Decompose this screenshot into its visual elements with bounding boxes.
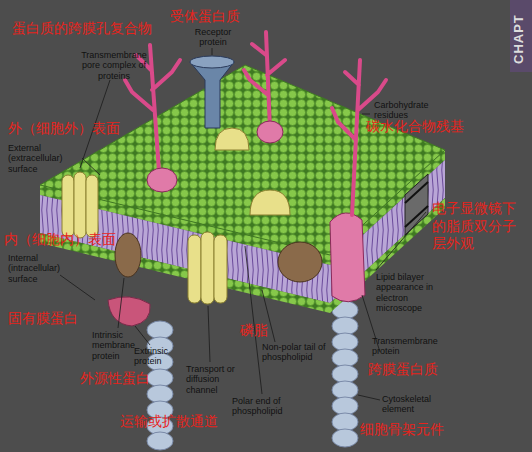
part-label: 电子显微镜下的脂质双分子层外观 bbox=[432, 200, 524, 253]
part-label: Transmembrane pore complex of proteins bbox=[72, 50, 156, 81]
part-label: 固有膜蛋白 bbox=[8, 310, 78, 328]
part-label: 跨膜蛋白质 bbox=[368, 361, 438, 379]
part-label: Non-polar tail of phospholipid bbox=[262, 342, 340, 363]
part-label: 磷脂 bbox=[240, 322, 268, 340]
leader-lines bbox=[60, 48, 426, 400]
part-label: Extrinsic protein bbox=[134, 346, 184, 367]
part-label: 内（细胞内）表面 bbox=[4, 231, 116, 249]
part-label: Receptor protein bbox=[190, 27, 236, 48]
part-label: Cytoskeletal element bbox=[382, 394, 452, 415]
part-label: Lipid bilayer appearance in electron mic… bbox=[376, 272, 450, 313]
part-label: 碳水化合物残基 bbox=[366, 118, 464, 136]
part-label: Transmembrane protein bbox=[372, 336, 448, 357]
part-label: Polar end of phospholipid bbox=[232, 396, 310, 417]
part-label: 外源性蛋白 bbox=[80, 370, 150, 388]
part-label: 细胞骨架元件 bbox=[360, 421, 444, 439]
part-label: Internal (intracellular) surface bbox=[8, 253, 70, 284]
part-label: 受体蛋白质 bbox=[170, 8, 240, 26]
part-label: 外（细胞外）表面 bbox=[8, 120, 120, 138]
chapter-tab: CHAPT bbox=[512, 14, 527, 64]
part-label: 蛋白质的跨膜孔复合物 bbox=[12, 20, 152, 38]
part-label: Carbohydrate residues bbox=[374, 100, 444, 121]
part-label: Transport or diffusion channel bbox=[186, 364, 248, 395]
part-label: External (extracellular) surface bbox=[8, 143, 88, 174]
part-label: 运输或扩散通道 bbox=[120, 413, 218, 431]
